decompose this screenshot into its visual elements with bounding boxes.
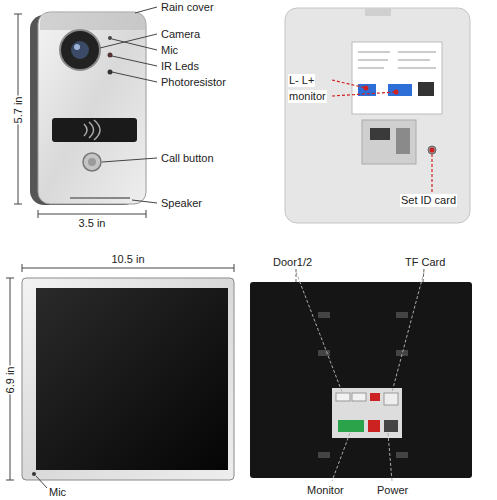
part-label: Speaker bbox=[160, 197, 203, 210]
doorbell-back bbox=[285, 8, 470, 223]
dimension-label: 3.5 in bbox=[78, 217, 107, 230]
red-leader-lines bbox=[332, 80, 432, 192]
part-label: Set ID card bbox=[400, 194, 457, 207]
part-label: Photoresistor bbox=[160, 76, 227, 89]
leader-lines bbox=[296, 269, 424, 282]
dimension-label: 5.7 in bbox=[12, 96, 25, 125]
part-label: Camera bbox=[160, 28, 201, 41]
leader-lines bbox=[100, 7, 157, 203]
monitor-front bbox=[22, 278, 234, 480]
terminal-label: monitor bbox=[288, 90, 327, 103]
dimension-label: 6.9 in bbox=[4, 366, 17, 395]
port-label: Power bbox=[376, 484, 409, 497]
part-label: Call button bbox=[160, 152, 215, 165]
part-label: IR Leds bbox=[160, 60, 200, 73]
dimension-lines bbox=[6, 14, 234, 480]
part-label: Mic bbox=[48, 486, 67, 499]
port-label: Door1/2 bbox=[272, 256, 313, 269]
leader-lines bbox=[296, 272, 424, 481]
red-dots bbox=[364, 86, 435, 153]
part-label: Rain cover bbox=[160, 1, 215, 14]
leader-line bbox=[36, 476, 47, 488]
monitor-back bbox=[250, 282, 472, 478]
terminal-label: L- L+ bbox=[288, 74, 315, 87]
port-label: Monitor bbox=[306, 484, 345, 497]
part-label: Mic bbox=[160, 44, 179, 57]
dimension-label: 10.5 in bbox=[110, 253, 145, 266]
port-label: TF Card bbox=[404, 256, 446, 269]
